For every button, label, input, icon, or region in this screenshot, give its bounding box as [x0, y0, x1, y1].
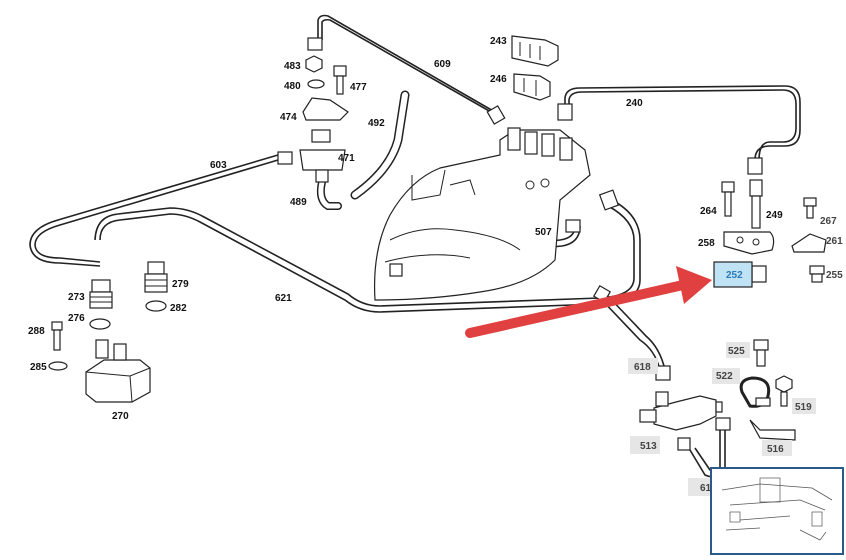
label-513: 513: [640, 441, 657, 452]
part-519-bolt: [775, 375, 793, 407]
fuel-line-603: [34, 159, 279, 263]
label-288: 288: [28, 326, 45, 337]
label-255: 255: [826, 270, 843, 281]
label-276: 276: [68, 313, 85, 324]
label-489: 489: [290, 197, 307, 208]
part-471-damper: [299, 129, 346, 183]
part-276-washer: [89, 318, 111, 330]
label-246: 246: [490, 74, 507, 85]
part-288-bolt: [51, 321, 63, 351]
label-252[interactable]: 252: [726, 270, 743, 281]
part-285-washer: [48, 361, 68, 371]
part-483-nut: [305, 55, 323, 73]
thumbnail-frame[interactable]: [710, 467, 844, 555]
grey-labels: 618 525 522 519 513 516 61: [628, 342, 816, 496]
fitting-609: [307, 37, 506, 125]
part-525-bolt: [753, 339, 769, 367]
part-264-bolt: [721, 181, 735, 217]
label-61x: 61: [700, 483, 712, 494]
pointer-arrow: [465, 266, 712, 338]
fuel-line-240: [564, 85, 801, 161]
fitting-621: [598, 189, 620, 211]
part-279-valve: [144, 261, 168, 293]
label-522: 522: [716, 371, 733, 382]
part-516-bracket: [749, 419, 796, 441]
label-261: 261: [826, 236, 843, 247]
label-264: 264: [700, 206, 717, 217]
label-480: 480: [284, 81, 301, 92]
part-480-washer: [307, 79, 325, 89]
fuel-line-621: [99, 199, 641, 313]
label-603: 603: [210, 160, 227, 171]
fitting-603: [277, 151, 293, 165]
label-507: 507: [535, 227, 552, 238]
arrow-head: [676, 266, 712, 304]
label-474: 474: [280, 112, 297, 123]
label-519: 519: [795, 402, 812, 413]
label-285: 285: [30, 362, 47, 373]
part-267-bolt: [803, 197, 817, 219]
label-516: 516: [767, 444, 784, 455]
label-477: 477: [350, 82, 367, 93]
fitting-507: [389, 219, 581, 277]
label-525: 525: [728, 346, 745, 357]
highlight-box[interactable]: [713, 261, 753, 288]
part-labels: 609 243 246 240 483 480 477 474 492 471 …: [28, 36, 843, 422]
part-255-cap: [809, 265, 825, 283]
label-258: 258: [698, 238, 715, 249]
part-258-plate: [723, 231, 775, 255]
fitting-240: [557, 103, 763, 175]
highlight-252[interactable]: 252: [713, 261, 753, 288]
arrow-shaft: [465, 280, 688, 338]
label-282: 282: [170, 303, 187, 314]
label-618: 618: [634, 362, 651, 373]
label-621: 621: [275, 293, 292, 304]
part-273-valve: [89, 279, 113, 309]
label-279: 279: [172, 279, 189, 290]
part-270-distributor: [85, 339, 151, 403]
part-282-washer: [145, 300, 167, 312]
label-471: 471: [338, 153, 355, 164]
label-273: 273: [68, 292, 85, 303]
label-240: 240: [626, 98, 643, 109]
label-609: 609: [434, 59, 451, 70]
label-483: 483: [284, 61, 301, 72]
part-477-bolt: [333, 65, 347, 95]
label-270: 270: [112, 411, 129, 422]
label-249: 249: [766, 210, 783, 221]
label-492: 492: [368, 118, 385, 129]
part-243-clip: [511, 35, 559, 67]
part-249-valve: [749, 179, 763, 229]
part-522-clamp: [739, 376, 771, 408]
label-267: 267: [820, 216, 837, 227]
part-513-fuel-pump: [639, 391, 731, 451]
part-261-bracket: [791, 233, 827, 253]
part-246-clip: [513, 73, 551, 101]
fuel-line-609: [317, 14, 496, 113]
part-252-seal: [751, 265, 767, 283]
label-243: 243: [490, 36, 507, 47]
part-474-bracket: [302, 97, 349, 121]
overview-thumbnail[interactable]: [710, 467, 844, 555]
injection-pump-housing: [374, 127, 591, 301]
